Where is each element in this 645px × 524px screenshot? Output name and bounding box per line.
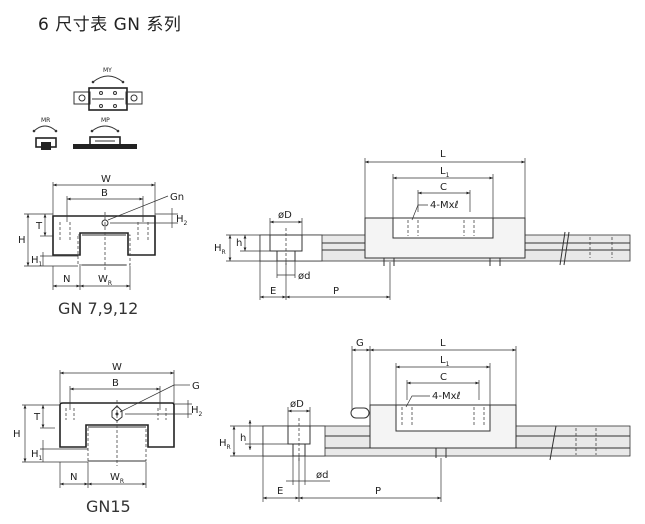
dim-h1: H1	[31, 449, 43, 462]
dim-w: W	[101, 174, 111, 185]
dim-b: B	[101, 188, 108, 199]
dim-l1: L1	[440, 355, 450, 368]
dim-l1: L1	[440, 166, 450, 179]
caption-large-series: GN15	[86, 497, 131, 516]
dim-c: C	[440, 182, 447, 193]
dim-e: E	[277, 486, 283, 497]
cross-section-small: W B Gn H2 T H H1 N WR	[18, 174, 188, 290]
dim-wr: WR	[110, 472, 124, 485]
dim-t: T	[33, 412, 41, 423]
dim-h1: H1	[31, 255, 43, 268]
dim-g: G	[192, 381, 200, 392]
dim-phi-d-small: ød	[298, 271, 310, 282]
dim-w: W	[112, 362, 122, 373]
dim-n: N	[63, 274, 70, 285]
moment-icon-my: MY	[73, 67, 143, 111]
dim-b: B	[112, 378, 119, 389]
dim-t: T	[35, 221, 43, 232]
moment-icon-mp: MP	[73, 117, 137, 149]
dim-phi-d-large: øD	[278, 210, 292, 221]
dim-n: N	[70, 472, 77, 483]
dim-l: L	[440, 149, 446, 160]
dim-hr: HR	[214, 243, 226, 256]
screw-spec: 4-Mxℓ	[432, 391, 461, 402]
dim-g: G	[356, 338, 364, 349]
dim-phi-d-large: øD	[290, 399, 304, 410]
caption-small-series: GN 7,9,12	[58, 299, 139, 318]
dim-h2: H2	[176, 214, 188, 227]
screw-spec: 4-Mxℓ	[430, 200, 459, 211]
dim-h: H	[13, 429, 21, 440]
dim-h2: H2	[191, 405, 203, 418]
dim-c: C	[440, 372, 447, 383]
dim-p: P	[375, 486, 381, 497]
dim-p: P	[333, 286, 339, 297]
dim-l: L	[440, 338, 446, 349]
side-view-large: G L L1 C 4-Mxℓ øD ød HR h E P	[219, 338, 631, 502]
dim-hr: HR	[219, 438, 231, 451]
dim-gn: Gn	[170, 192, 184, 203]
side-view-small: L L1 C 4-Mxℓ øD ød HR h E P	[214, 149, 631, 300]
dim-h: H	[18, 235, 26, 246]
page-title: 6 尺寸表 GN 系列	[38, 15, 182, 35]
moment-icon-mr: MR	[32, 117, 58, 150]
dim-h-small: h	[236, 238, 242, 249]
cross-section-large: W B G H2 T H H1 N WR	[13, 362, 203, 488]
mp-label: MP	[101, 117, 110, 124]
mr-label: MR	[41, 117, 50, 124]
dim-h-small: h	[240, 433, 246, 444]
my-label: MY	[103, 67, 112, 74]
dim-e: E	[270, 286, 276, 297]
dim-wr: WR	[98, 274, 112, 287]
dim-phi-d-small: ød	[316, 470, 328, 481]
